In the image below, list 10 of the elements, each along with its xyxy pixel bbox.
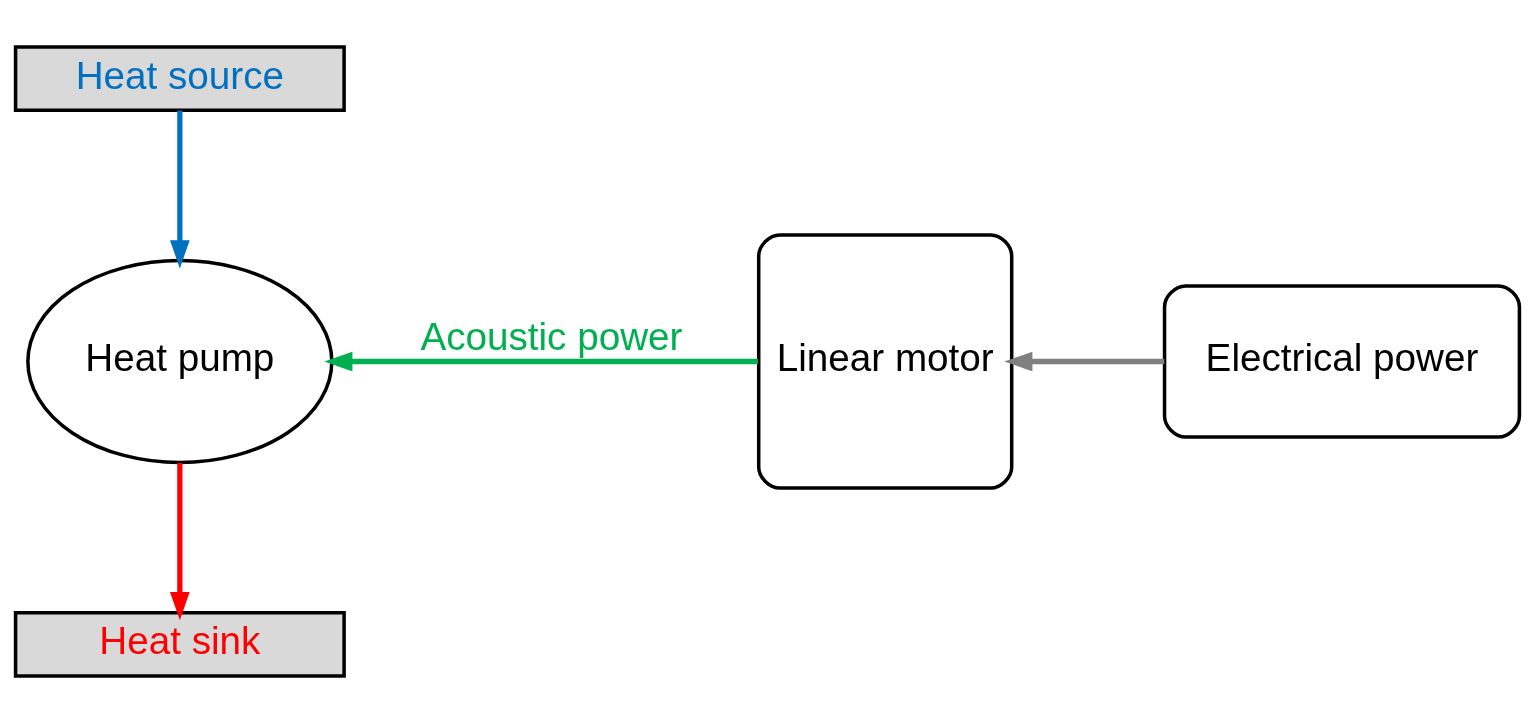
node-box: Electrical power [1162,284,1522,439]
arrow [169,110,190,269]
edge-label: Acoustic power [420,315,683,359]
node-ellipse: Heat pump [26,258,334,465]
arrow [324,351,758,372]
arrow [1004,351,1165,372]
node-box: Linear motor [756,233,1014,490]
node-box: Heat source [13,45,346,113]
arrow [169,462,190,621]
node-box: Heat sink [13,610,346,678]
